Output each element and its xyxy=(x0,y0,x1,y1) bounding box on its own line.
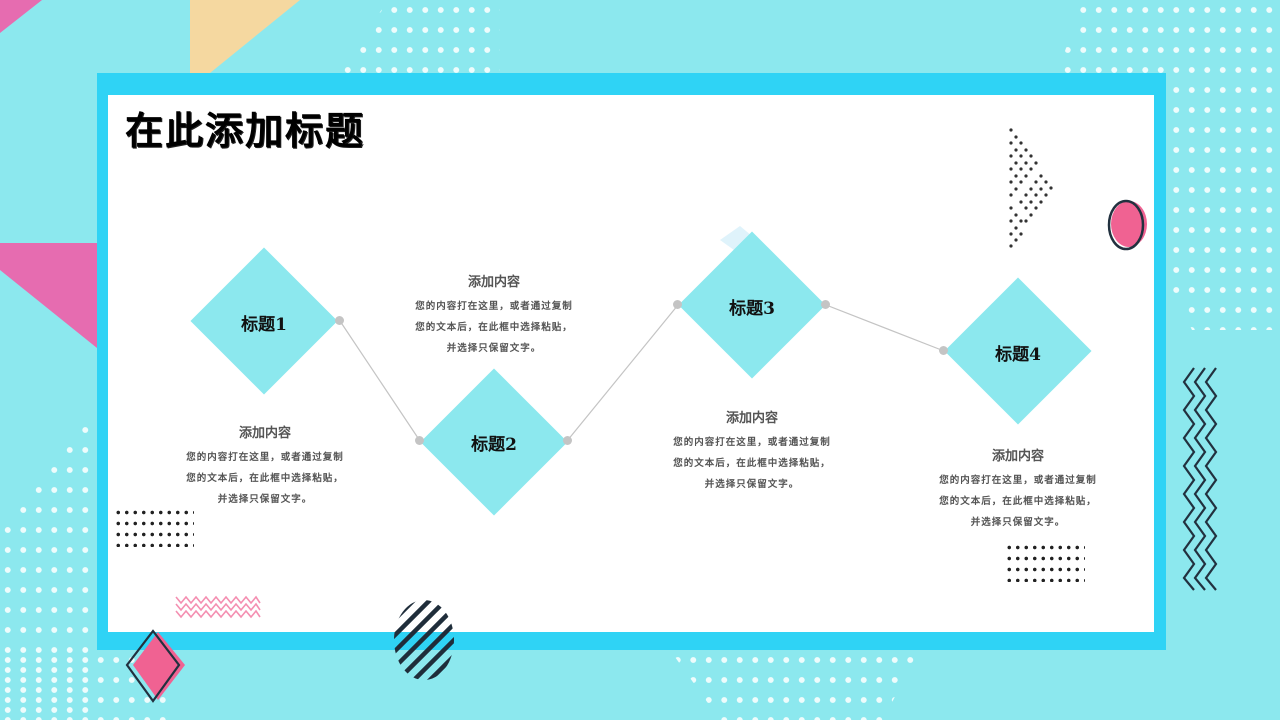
step-4-line-1: 您的内容打在这里，或者通过复制 xyxy=(939,475,1097,486)
step-1-label: 标题1 xyxy=(241,315,287,335)
pink-zigzag-icon xyxy=(175,595,261,619)
dotted-triangle-icon xyxy=(1009,128,1053,248)
connector-node xyxy=(821,300,830,309)
step-4-text-block[interactable]: 添加内容 您的内容打在这里，或者通过复制 您的文本后，在此框中选择粘贴， 并选择… xyxy=(918,445,1118,533)
step-2-line-3: 并选择只保留文字。 xyxy=(446,343,542,354)
step-4-heading: 添加内容 xyxy=(991,449,1044,464)
slide-title[interactable]: 在此添加标题 xyxy=(125,108,366,153)
striped-circle-icon xyxy=(394,600,454,680)
step-3-text-block[interactable]: 添加内容 您的内容打在这里，或者通过复制 您的文本后，在此框中选择粘贴， 并选择… xyxy=(652,407,852,495)
step-3-heading: 添加内容 xyxy=(725,411,778,426)
pink-diamond-icon xyxy=(133,632,185,700)
step-3-line-3: 并选择只保留文字。 xyxy=(704,479,800,490)
step-2-line-2: 您的文本后，在此框中选择粘贴， xyxy=(415,322,573,333)
dot-grid-left xyxy=(114,507,194,547)
connector-node xyxy=(673,300,682,309)
pink-triangle-top-left xyxy=(0,0,42,33)
step-1-line-1: 您的内容打在这里，或者通过复制 xyxy=(186,452,344,463)
step-3-line-1: 您的内容打在这里，或者通过复制 xyxy=(673,437,831,448)
step-1-text-block[interactable]: 添加内容 您的内容打在这里，或者通过复制 您的文本后，在此框中选择粘贴， 并选择… xyxy=(165,422,365,510)
connector-node xyxy=(563,436,572,445)
halftone-bottom-center xyxy=(670,650,920,720)
step-1-line-3: 并选择只保留文字。 xyxy=(217,494,313,505)
step-2-line-1: 您的内容打在这里，或者通过复制 xyxy=(415,301,573,312)
pink-circle-icon xyxy=(1111,201,1147,247)
step-1-heading: 添加内容 xyxy=(238,426,291,441)
connector-node xyxy=(335,316,344,325)
connector-node xyxy=(939,346,948,355)
step-4-line-3: 并选择只保留文字。 xyxy=(970,517,1066,528)
step-2-heading: 添加内容 xyxy=(467,275,520,290)
connector-node xyxy=(415,436,424,445)
step-2-text-block[interactable]: 添加内容 您的内容打在这里，或者通过复制 您的文本后，在此框中选择粘贴， 并选择… xyxy=(394,271,594,359)
orange-triangle-top xyxy=(190,0,300,73)
step-4-line-2: 您的文本后，在此框中选择粘贴， xyxy=(939,496,1097,507)
step-3-line-2: 您的文本后，在此框中选择粘贴， xyxy=(673,458,831,469)
step-4-label: 标题4 xyxy=(995,345,1041,365)
step-1-line-2: 您的文本后，在此框中选择粘贴， xyxy=(186,473,344,484)
step-2-label: 标题2 xyxy=(471,435,517,455)
step-3-label: 标题3 xyxy=(729,299,775,319)
zigzag-icon xyxy=(1182,367,1218,591)
pink-triangle-left xyxy=(0,243,97,348)
dot-grid-right xyxy=(1005,542,1085,582)
